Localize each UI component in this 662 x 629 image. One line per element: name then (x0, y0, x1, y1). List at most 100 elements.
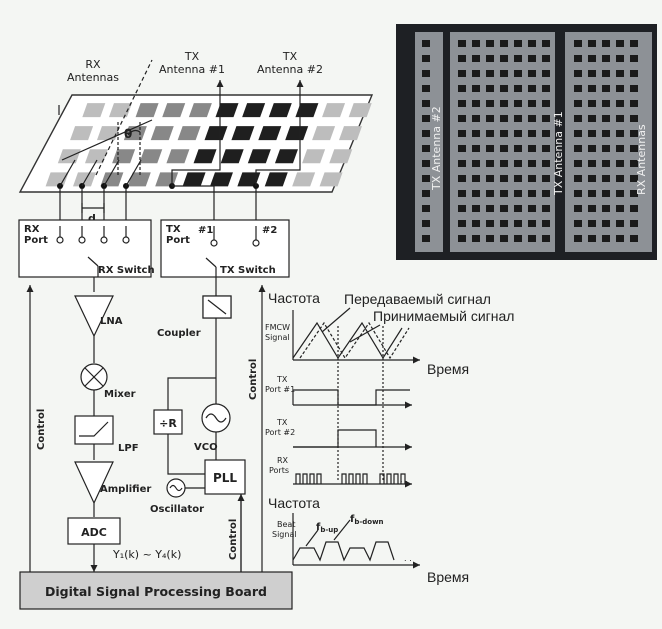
photo-patch (630, 40, 638, 47)
photo-patch (500, 235, 508, 242)
beat-waveform (292, 541, 395, 562)
photo-patch (602, 40, 610, 47)
photo-patch (500, 70, 508, 77)
photo-patch (486, 40, 494, 47)
photo-patch (422, 115, 430, 122)
photo-patch (588, 190, 596, 197)
rxp-pulse-train (295, 473, 406, 484)
photo-patch (500, 55, 508, 62)
photo-patch (542, 55, 550, 62)
photo-patch-grid (422, 40, 638, 242)
plate-patch (166, 149, 190, 164)
photo-patch (514, 100, 522, 107)
photo-patch (514, 145, 522, 152)
photo-patch (616, 175, 624, 182)
amplifier-triangle (74, 461, 114, 505)
plate-patch (72, 172, 96, 187)
photo-patch (574, 55, 582, 62)
tx-antenna1-label-line2: Antenna #1 (159, 63, 225, 76)
photo-patch (602, 130, 610, 137)
photo-patch (514, 130, 522, 137)
photo-patch (574, 70, 582, 77)
photo-patch (458, 115, 466, 122)
photo-patch (616, 220, 624, 227)
plate-patch (127, 172, 151, 187)
rxp-pulse (302, 473, 308, 484)
photo-patch (500, 130, 508, 137)
plate-patch (264, 172, 288, 187)
photo-patch (528, 40, 536, 47)
adc-output-label: Y₁(k) ~ Y₄(k) (112, 548, 181, 561)
photo-patch (630, 115, 638, 122)
photo-patch (574, 100, 582, 107)
plate-patch-array (45, 103, 372, 187)
photo-patch (500, 145, 508, 152)
photo-patch (422, 160, 430, 167)
photo-patch (542, 160, 550, 167)
oscillator-label: Oscillator (150, 504, 204, 515)
photo-patch (458, 160, 466, 167)
rx-feed-dots (57, 159, 142, 189)
plate-patch (215, 103, 239, 118)
antenna-plate: θ (18, 59, 374, 193)
photo-patch (500, 100, 508, 107)
plate-patch (45, 172, 69, 187)
photo-patch (486, 115, 494, 122)
plate-patch (150, 126, 174, 141)
plate-patch (182, 172, 206, 187)
photo-patch (542, 175, 550, 182)
plate-patch (82, 103, 106, 118)
amplifier-label: Amplifier (100, 484, 151, 495)
photo-patch (500, 190, 508, 197)
photo-patch (514, 235, 522, 242)
photo-patch (486, 220, 494, 227)
rxp-pulse (341, 473, 347, 484)
photo-patch (486, 55, 494, 62)
photo-patch (486, 70, 494, 77)
plate-patch (247, 149, 271, 164)
coupler-label: Coupler (157, 328, 201, 339)
photo-patch (458, 190, 466, 197)
photo-patch (542, 115, 550, 122)
photo-patch (500, 85, 508, 92)
photo-patch (472, 220, 480, 227)
photo-patch (630, 160, 638, 167)
photo-patch (486, 235, 494, 242)
photo-patch (528, 70, 536, 77)
photo-patch (514, 205, 522, 212)
photo-patch (422, 130, 430, 137)
plate-patch (135, 103, 159, 118)
lpf-label: LPF (118, 443, 139, 454)
photo-patch (602, 220, 610, 227)
photo-patch (630, 145, 638, 152)
photo-patch (500, 160, 508, 167)
photo-patch (588, 55, 596, 62)
photo-patch (514, 175, 522, 182)
plate-patch (70, 126, 94, 141)
photo-patch (588, 220, 596, 227)
rx-antennas-label-line2: Antennas (67, 71, 119, 84)
photo-patch (574, 40, 582, 47)
photo-patch (574, 190, 582, 197)
photo-patch (472, 235, 480, 242)
photo-patch (616, 190, 624, 197)
photo-patch (630, 130, 638, 137)
tx-signal-label: Передаваемый сигнал (344, 291, 491, 307)
vco-label: VCO (194, 442, 218, 453)
photo-patch (500, 205, 508, 212)
plate-patch (319, 172, 343, 187)
plate-patch (312, 126, 336, 141)
photo-patch (588, 205, 596, 212)
photo-patch (542, 85, 550, 92)
photo-patch (472, 55, 480, 62)
photo-patch (588, 100, 596, 107)
txp1-label-line2: Port #1 (265, 385, 295, 394)
dsp-board-label: Digital Signal Processing Board (45, 584, 267, 599)
tx-port-label-line2: Port (166, 235, 190, 246)
plate-patch (295, 103, 319, 118)
rxp-label-line1: RX (277, 456, 289, 465)
txp2-waveform (293, 429, 377, 448)
photo-patch (514, 190, 522, 197)
plate-patch (193, 149, 217, 164)
